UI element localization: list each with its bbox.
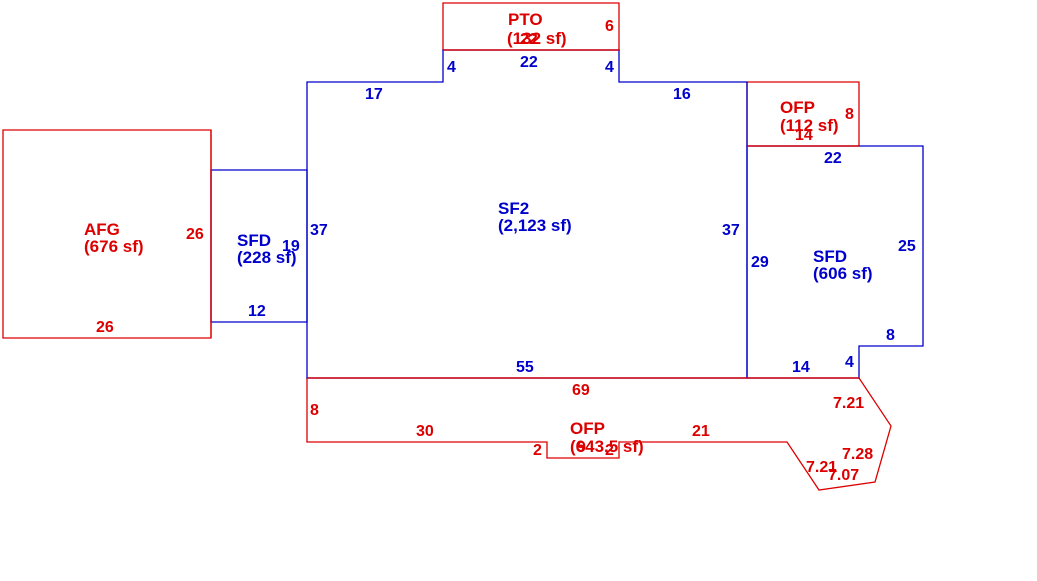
dim-sf2-bottom: 55 <box>516 359 534 376</box>
dimension-labels: 6 22 4 4 17 16 37 37 55 8 14 22 25 29 8 … <box>96 18 916 484</box>
dim-sfd-right-left: 29 <box>751 254 769 271</box>
dim-afg-right: 26 <box>186 226 204 243</box>
sf2-area: (2,123 sf) <box>498 216 572 235</box>
ofp-top-name: OFP <box>780 98 815 117</box>
dim-ofp-bottom-diag3: 7.21 <box>806 459 837 476</box>
dim-sf2-right: 37 <box>722 222 740 239</box>
dim-ofp-bottom-diag1: 7.21 <box>833 395 864 412</box>
sf2-name: SF2 <box>498 199 529 218</box>
dim-pto-left-step: 4 <box>447 59 456 76</box>
ofp-top-area: (112 sf) <box>780 116 839 135</box>
dim-ofp-bottom-diag2: 7.28 <box>842 446 873 463</box>
dim-ofp-bottom-left: 8 <box>310 402 319 419</box>
red-shared-edges <box>210 49 859 379</box>
afg-area: (676 sf) <box>84 237 144 256</box>
pto-overlap-dimension: 22 <box>520 31 538 48</box>
ofp-bottom-overlap-dimension: 9 <box>577 439 586 456</box>
dim-ofp-top-bottom: 14 <box>795 127 813 144</box>
dim-sfd-right-notch-top: 8 <box>886 327 895 344</box>
sfd-right-area: (606 sf) <box>813 264 873 283</box>
dim-ofp-bottom-step-right: 2 <box>605 442 614 459</box>
dim-sf2-top-right: 16 <box>673 86 691 103</box>
dim-sfd-right-top: 22 <box>824 150 842 167</box>
dim-sfd-right-notch-side: 4 <box>845 354 854 371</box>
dim-ofp-top-right: 8 <box>845 106 854 123</box>
dim-sfd-left-right: 19 <box>282 238 300 255</box>
sfd-right-name: SFD <box>813 247 847 266</box>
blue-outlines <box>210 49 924 379</box>
dim-sfd-right-right: 25 <box>898 238 916 255</box>
ofp-bottom-area: (643.5 sf) <box>570 437 644 456</box>
dim-pto-right: 6 <box>605 18 614 35</box>
pto-name: PTO <box>508 10 543 29</box>
ofp-bottom-outline <box>306 377 892 491</box>
ofp-bottom-name: OFP <box>570 419 605 438</box>
dim-ofp-bottom-step-left: 2 <box>533 442 542 459</box>
dim-afg-bottom: 26 <box>96 319 114 336</box>
dim-ofp-bottom-seg2: 21 <box>692 423 710 440</box>
dim-pto-bottom: 22 <box>520 54 538 71</box>
dim-ofp-bottom-seg1: 30 <box>416 423 434 440</box>
pto-area: (132 sf) <box>507 29 567 48</box>
sfd-left-name: SFD <box>237 231 271 250</box>
dim-sf2-left: 37 <box>310 222 328 239</box>
dim-sf2-top-left: 17 <box>365 86 383 103</box>
dim-sfd-right-bottom: 14 <box>792 359 810 376</box>
dim-sfd-left-bottom: 12 <box>248 303 266 320</box>
dim-pto-right-step: 4 <box>605 59 614 76</box>
dim-ofp-bottom-top: 69 <box>572 382 590 399</box>
sfd-left-area: (228 sf) <box>237 248 297 267</box>
afg-name: AFG <box>84 220 120 239</box>
area-labels: PTO (132 sf) 22 OFP (112 sf) AFG (676 sf… <box>84 10 873 456</box>
dim-ofp-bottom-diag4: 7.07 <box>828 467 859 484</box>
